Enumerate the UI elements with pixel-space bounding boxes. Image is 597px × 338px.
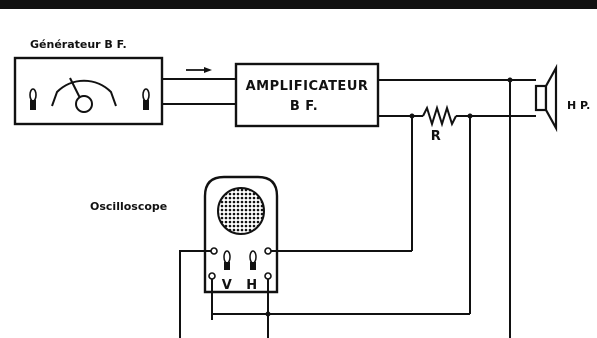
generator-box: [13, 56, 164, 126]
scope-v-label: V: [222, 278, 233, 293]
scope-terminal-left: [210, 247, 218, 255]
speaker-icon: [534, 63, 558, 133]
scope-terminal-right: [264, 247, 272, 255]
generator-label: Générateur B F.: [30, 38, 127, 51]
oscilloscope-screen: [217, 187, 265, 235]
amplifier-box: [234, 62, 380, 128]
scope-vertical-knob-icon: [223, 250, 231, 270]
scope-terminal-h: [264, 272, 272, 280]
resistor-r: [422, 104, 457, 128]
resistor-label: R: [431, 129, 442, 144]
amplifier-label-line1: AMPLIFICATEUR: [246, 79, 369, 94]
oscilloscope-label: Oscilloscope: [90, 200, 167, 213]
wire-scope-left-terminal: [179, 250, 211, 338]
signal-direction-arrow-icon: [186, 67, 212, 73]
speaker-label: H P.: [567, 99, 590, 112]
amplifier-label-line2: B F.: [290, 99, 318, 114]
generator-left-knob-icon: [29, 88, 37, 110]
scope-h-label: H: [246, 278, 257, 293]
scope-ground-node: [265, 311, 271, 317]
scope-terminal-v: [208, 272, 216, 280]
generator-right-knob-icon: [142, 88, 150, 110]
top-border: [0, 0, 597, 9]
scope-horizontal-knob-icon: [249, 250, 257, 270]
